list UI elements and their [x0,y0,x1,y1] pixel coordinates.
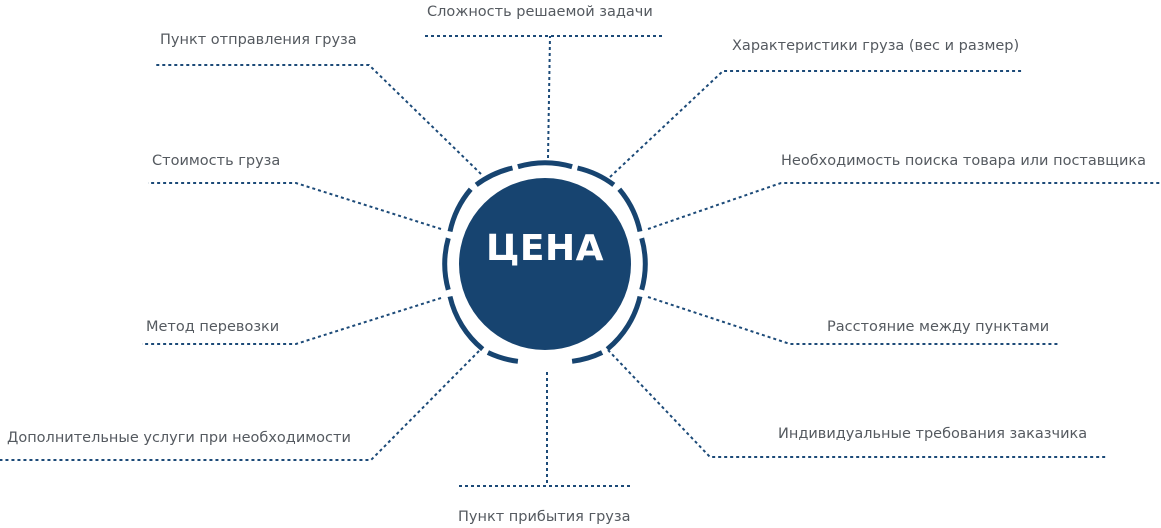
factor-label-cargo-value: Стоимость груза [152,153,281,169]
factor-label-task-complexity: Сложность решаемой задачи [427,4,653,20]
factor-label-customer-requirements: Индивидуальные требования заказчика [778,426,1088,442]
connector-line [607,349,1106,458]
factor-label-distance: Расстояние между пунктами [827,319,1050,335]
ring-segment [474,165,514,187]
connector-line [647,182,1161,230]
ring-segment [517,160,573,170]
ring-segment [447,187,473,233]
connector-line [547,35,551,159]
factor-label-additional-services: Дополнительные услуги при необходимости [7,430,351,446]
center-label: ЦЕНА [486,228,604,269]
connector-line [647,296,1058,345]
connector-line [609,70,1022,178]
factor-label-departure-point: Пункт отправления груза [160,32,357,48]
center-circle [459,178,631,350]
connectors [0,35,1161,487]
ring-segment [639,237,648,291]
factor-label-destination: Пункт прибытия груза [458,509,631,525]
factor-label-transport-method: Метод перевозки [146,319,280,335]
factor-label-cargo-characteristics: Характеристики груза (вес и размер) [732,38,1020,54]
ring-segment [576,165,616,187]
connector-line [148,182,442,230]
outer-ring [442,160,648,364]
ring-segment [617,187,643,233]
ring-segment [486,350,519,364]
factor-label-supplier-search: Необходимость поиска товара или поставщи… [781,153,1147,169]
ring-segment [571,350,604,364]
ring-segment [447,295,485,352]
connector-line [142,297,442,345]
connector-line [155,64,482,175]
ring-segment [605,295,643,352]
ring-segment [442,237,451,291]
